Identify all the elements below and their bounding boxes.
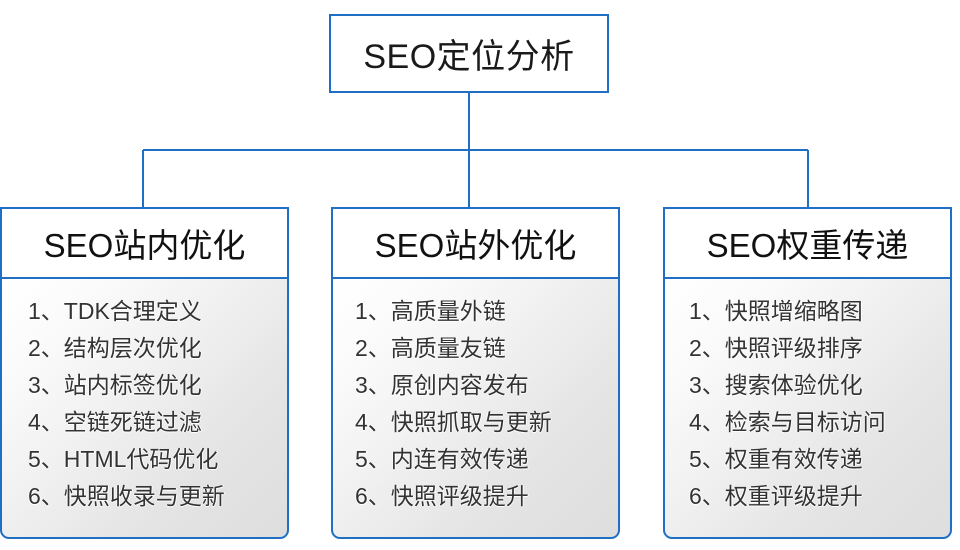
- list-item-label: TDK合理定义: [63, 298, 202, 324]
- list-item-number: 3: [689, 372, 702, 398]
- list-item-number: 6: [355, 483, 368, 509]
- branch-body-2: 1、高质量外链 2、高质量友链 3、原创内容发布 4、快照抓取与更新 5、内连有…: [331, 277, 620, 539]
- list-item: 3、原创内容发布: [355, 367, 618, 404]
- list-item-separator: 、: [701, 446, 725, 472]
- list-item-separator: 、: [40, 409, 64, 435]
- list-item-number: 4: [689, 409, 702, 435]
- branch-column-seo-offsite: SEO站外优化 1、高质量外链 2、高质量友链 3、原创内容发布 4、快照抓取与…: [331, 207, 620, 539]
- list-item-label: 高质量外链: [390, 298, 506, 324]
- list-item-label: 结构层次优化: [63, 335, 202, 361]
- list-item-separator: 、: [367, 446, 391, 472]
- list-item-label: 权重评级提升: [724, 483, 863, 509]
- list-item-separator: 、: [367, 335, 391, 361]
- branch-header-2[interactable]: SEO站外优化: [331, 207, 620, 279]
- list-item-number: 4: [28, 409, 41, 435]
- list-item: 1、高质量外链: [355, 293, 618, 330]
- root-node-label: SEO定位分析: [363, 38, 575, 76]
- list-item-label: 站内标签优化: [63, 372, 202, 398]
- list-item: 4、快照抓取与更新: [355, 404, 618, 441]
- list-item: 6、快照收录与更新: [28, 478, 287, 515]
- list-item-number: 1: [28, 298, 41, 324]
- list-item-separator: 、: [40, 372, 64, 398]
- list-item: 5、HTML代码优化: [28, 441, 287, 478]
- list-item-label: 快照增缩略图: [724, 298, 863, 324]
- list-item: 3、搜索体验优化: [689, 367, 950, 404]
- list-item: 5、权重有效传递: [689, 441, 950, 478]
- list-item: 5、内连有效传递: [355, 441, 618, 478]
- list-item-separator: 、: [40, 483, 64, 509]
- list-item-separator: 、: [40, 335, 64, 361]
- list-item-number: 2: [28, 335, 41, 361]
- list-item-separator: 、: [701, 409, 725, 435]
- list-item-separator: 、: [367, 409, 391, 435]
- branch-header-label-2: SEO站外优化: [374, 227, 577, 264]
- list-item-number: 1: [689, 298, 702, 324]
- list-item-separator: 、: [701, 483, 725, 509]
- list-item-separator: 、: [40, 446, 64, 472]
- branch-item-list-1: 1、TDK合理定义 2、结构层次优化 3、站内标签优化 4、空链死链过滤 5、H…: [2, 293, 287, 515]
- branch-column-seo-weight: SEO权重传递 1、快照增缩略图 2、快照评级排序 3、搜索体验优化 4、检索与…: [663, 207, 952, 539]
- branch-column-seo-onsite: SEO站内优化 1、TDK合理定义 2、结构层次优化 3、站内标签优化 4、空链…: [0, 207, 289, 539]
- list-item-number: 5: [28, 446, 41, 472]
- branch-header-1[interactable]: SEO站内优化: [0, 207, 289, 279]
- list-item-number: 6: [28, 483, 41, 509]
- root-node[interactable]: SEO定位分析: [329, 14, 609, 93]
- list-item-number: 3: [28, 372, 41, 398]
- list-item-number: 4: [355, 409, 368, 435]
- list-item-separator: 、: [701, 298, 725, 324]
- list-item-label: 快照抓取与更新: [390, 409, 552, 435]
- list-item-number: 3: [355, 372, 368, 398]
- list-item-number: 5: [355, 446, 368, 472]
- list-item-separator: 、: [701, 335, 725, 361]
- list-item-label: HTML代码优化: [63, 446, 219, 472]
- branch-item-list-2: 1、高质量外链 2、高质量友链 3、原创内容发布 4、快照抓取与更新 5、内连有…: [333, 293, 618, 515]
- list-item: 1、TDK合理定义: [28, 293, 287, 330]
- list-item-separator: 、: [367, 372, 391, 398]
- list-item: 2、快照评级排序: [689, 330, 950, 367]
- branch-body-3: 1、快照增缩略图 2、快照评级排序 3、搜索体验优化 4、检索与目标访问 5、权…: [663, 277, 952, 539]
- branch-header-label-3: SEO权重传递: [706, 227, 909, 264]
- list-item: 3、站内标签优化: [28, 367, 287, 404]
- list-item: 2、结构层次优化: [28, 330, 287, 367]
- list-item-label: 快照评级排序: [724, 335, 863, 361]
- list-item: 6、权重评级提升: [689, 478, 950, 515]
- list-item-label: 内连有效传递: [390, 446, 529, 472]
- list-item-label: 高质量友链: [390, 335, 506, 361]
- list-item-number: 1: [355, 298, 368, 324]
- list-item-number: 2: [689, 335, 702, 361]
- list-item-separator: 、: [40, 298, 64, 324]
- list-item-label: 检索与目标访问: [724, 409, 886, 435]
- branch-body-1: 1、TDK合理定义 2、结构层次优化 3、站内标签优化 4、空链死链过滤 5、H…: [0, 277, 289, 539]
- list-item: 6、快照评级提升: [355, 478, 618, 515]
- list-item: 4、检索与目标访问: [689, 404, 950, 441]
- list-item-separator: 、: [701, 372, 725, 398]
- branch-header-label-1: SEO站内优化: [43, 227, 246, 264]
- list-item-number: 6: [689, 483, 702, 509]
- list-item: 2、高质量友链: [355, 330, 618, 367]
- branch-header-3[interactable]: SEO权重传递: [663, 207, 952, 279]
- list-item-label: 权重有效传递: [724, 446, 863, 472]
- list-item-label: 搜索体验优化: [724, 372, 863, 398]
- branch-item-list-3: 1、快照增缩略图 2、快照评级排序 3、搜索体验优化 4、检索与目标访问 5、权…: [665, 293, 950, 515]
- list-item-label: 快照收录与更新: [63, 483, 225, 509]
- list-item-label: 原创内容发布: [390, 372, 529, 398]
- list-item-separator: 、: [367, 483, 391, 509]
- list-item: 4、空链死链过滤: [28, 404, 287, 441]
- list-item-number: 2: [355, 335, 368, 361]
- list-item: 1、快照增缩略图: [689, 293, 950, 330]
- list-item-label: 空链死链过滤: [63, 409, 202, 435]
- list-item-number: 5: [689, 446, 702, 472]
- list-item-label: 快照评级提升: [390, 483, 529, 509]
- list-item-separator: 、: [367, 298, 391, 324]
